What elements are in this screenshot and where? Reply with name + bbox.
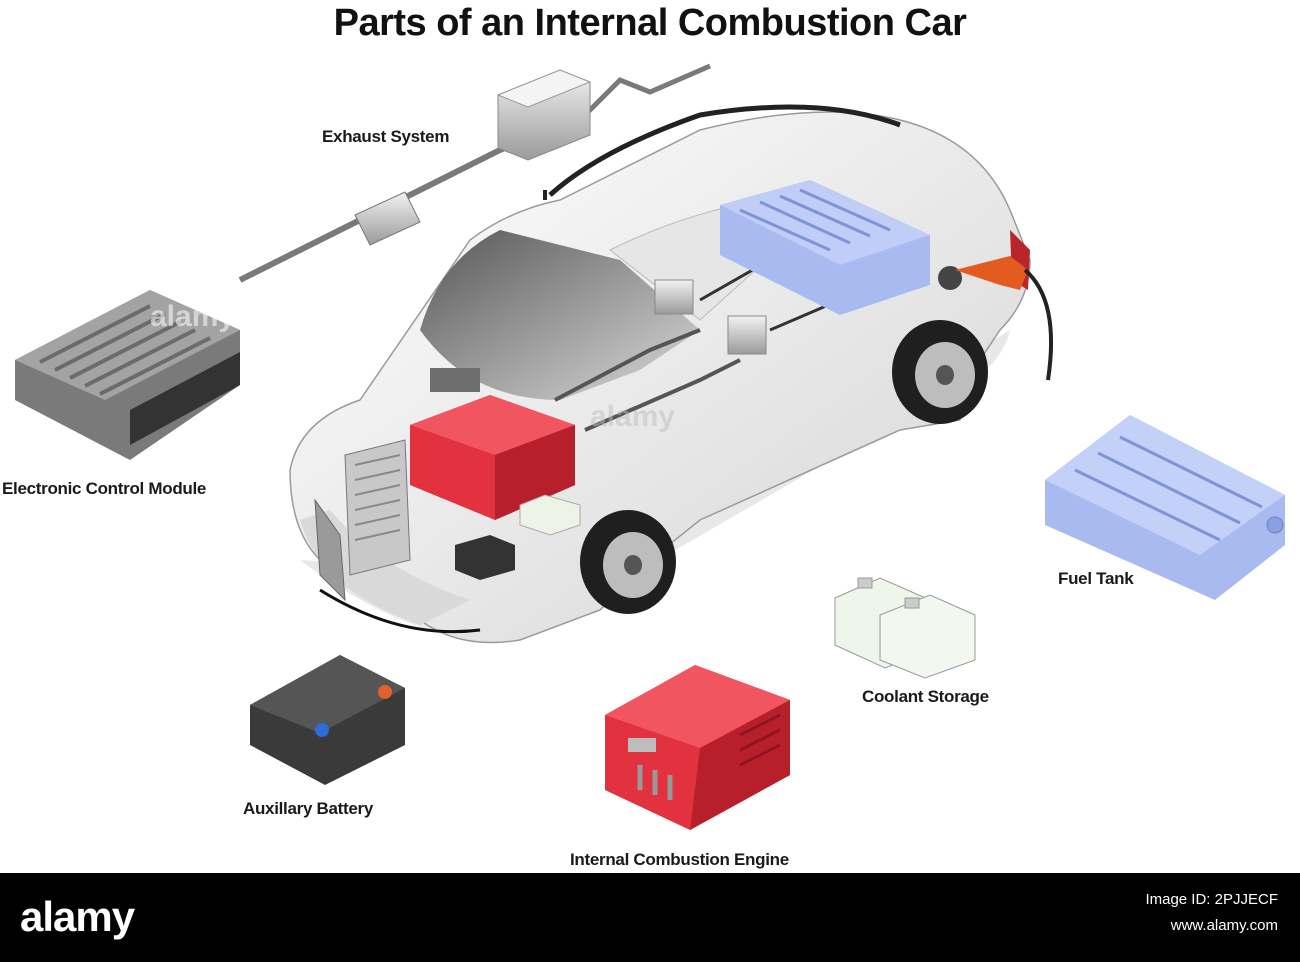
label-auxiliary-battery: Auxillary Battery: [243, 799, 374, 818]
engine-illustration: [605, 665, 790, 830]
label-internal-combustion-engine: Internal Combustion Engine: [570, 850, 789, 869]
windshield: [420, 230, 700, 400]
car-radiator: [344, 439, 411, 576]
label-electronic-control-module: Electronic Control Module: [2, 479, 207, 498]
label-exhaust-system: Exhaust System: [322, 127, 450, 146]
alamy-logo: alamy: [20, 893, 135, 940]
diagram-title: Parts of an Internal Combustion Car: [333, 2, 967, 44]
site-url: www.alamy.com: [1170, 917, 1278, 934]
label-fuel-tank: Fuel Tank: [1058, 569, 1134, 588]
coolant-storage-illustration: [834, 577, 976, 679]
battery-illustration: [250, 655, 405, 785]
rear-wheel: [892, 320, 988, 424]
diagram-artwork: [15, 63, 1285, 830]
ecm-illustration: [15, 290, 240, 460]
stock-footer-bar: alamy Image ID: 2PJJECF www.alamy.com: [0, 873, 1300, 962]
fuel-nozzle: [938, 256, 1054, 381]
exhaust-system-illustration: [238, 63, 711, 283]
car-engine: [410, 395, 575, 520]
image-id: Image ID: 2PJJECF: [1145, 891, 1278, 908]
fuel-tank-illustration: [1045, 415, 1285, 600]
front-wheel: [580, 510, 676, 614]
car-illustration: [289, 104, 1054, 644]
label-coolant-storage: Coolant Storage: [862, 687, 989, 706]
car-fuel-tank: [720, 180, 930, 315]
